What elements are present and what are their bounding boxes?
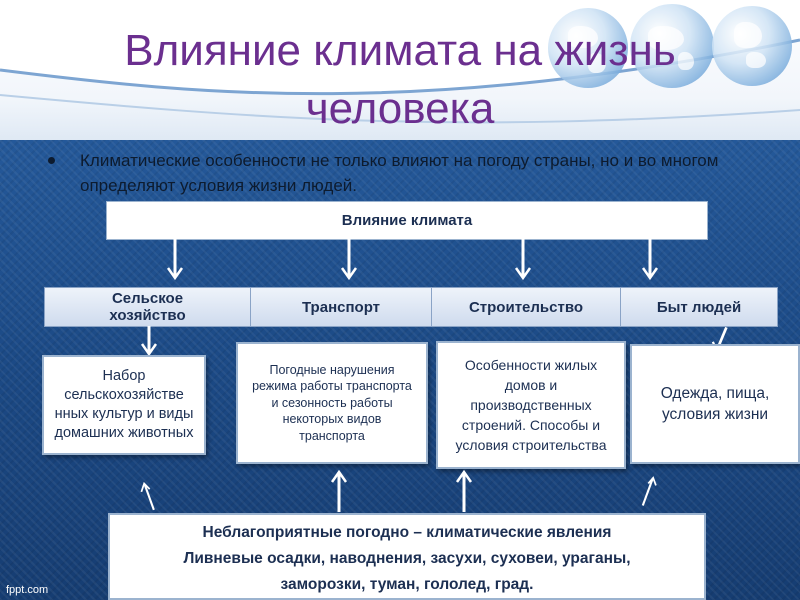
detail-text-construction: Особенности жилых домов и производственн…	[455, 357, 607, 453]
down-arrow-icon	[166, 238, 184, 281]
category-transport: Транспорт	[251, 288, 432, 326]
up-arrow-icon	[641, 476, 657, 506]
up-arrow-icon	[140, 481, 155, 511]
slide-title: Влияние климата на жизнь человека	[60, 22, 740, 138]
title-line-1: Влияние климата на жизнь	[124, 26, 676, 75]
detail-box-transport: Погодные нарушения режима работы транспо…	[236, 342, 428, 464]
bottom-line-3: заморозки, туман, гололед, град.	[280, 576, 534, 593]
down-arrow-icon	[140, 326, 158, 356]
detail-box-agriculture: Набор сельскохозяйстве нных культур и ви…	[42, 355, 206, 455]
bullet-point: Климатические особенности не только влия…	[48, 148, 768, 198]
category-household: Быт людей	[656, 298, 742, 316]
globe-image	[548, 8, 628, 88]
detail-text-transport: Погодные нарушения режима работы транспо…	[252, 362, 412, 443]
title-line-2: человека	[305, 84, 495, 133]
down-arrow-icon	[340, 238, 358, 281]
bottom-line-1: Неблагоприятные погодно – климатические …	[202, 524, 612, 541]
detail-text-household: Одежда, пища, условия жизни	[660, 385, 770, 423]
detail-box-household: Одежда, пища, условия жизни	[630, 344, 800, 464]
bottom-line-2: Ливневые осадки, наводнения, засухи, сух…	[183, 550, 631, 567]
category-construction: Строительство	[432, 288, 621, 326]
bullet-text: Климатические особенности не только влия…	[80, 151, 719, 195]
category-agriculture: Сельское хозяйство	[45, 288, 251, 326]
bullet-icon	[48, 157, 55, 164]
bottom-box: Неблагоприятные погодно – климатические …	[108, 513, 706, 600]
footer-watermark: fppt.com	[6, 584, 49, 596]
globe-image	[630, 4, 714, 88]
down-arrow-icon	[514, 238, 532, 281]
top-box: Влияние климата	[106, 201, 708, 240]
detail-text-agriculture: Набор сельскохозяйстве нных культур и ви…	[54, 368, 194, 441]
up-arrow-icon	[455, 470, 473, 512]
globe-image	[712, 6, 792, 86]
category-row: Сельское хозяйство Транспорт Строительст…	[44, 287, 778, 327]
up-arrow-icon	[330, 470, 348, 512]
detail-box-construction: Особенности жилых домов и производственн…	[436, 341, 626, 469]
down-arrow-icon	[641, 238, 659, 281]
